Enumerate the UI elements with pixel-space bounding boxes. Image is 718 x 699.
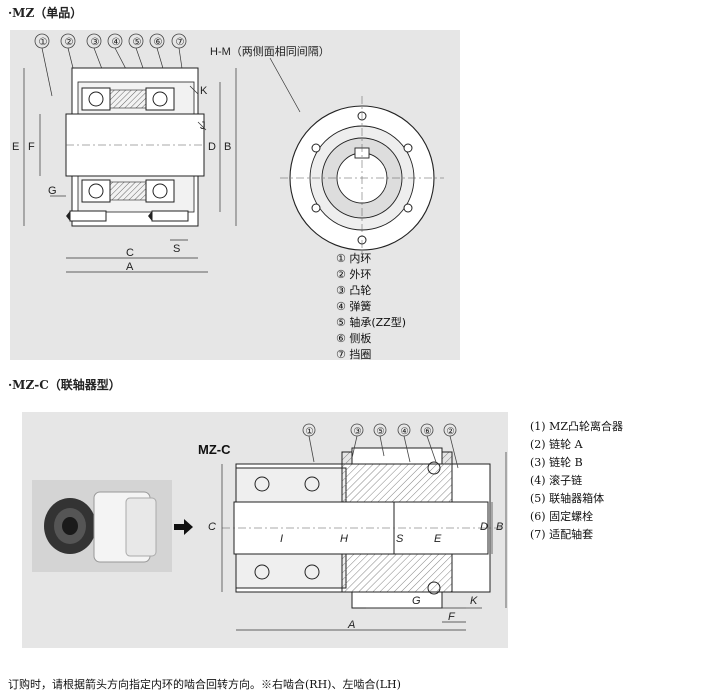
callout-6: ⑥ (154, 37, 163, 48)
mzc-callout-5: ⑥ (424, 426, 432, 436)
parts-item-7: (7) 适配轴套 (530, 528, 594, 541)
dim-C: C (126, 247, 134, 259)
legend-item-4: ④ 弹簧 (336, 300, 372, 313)
mz-dimensions (23, 68, 237, 273)
arrow-icon (174, 519, 193, 535)
dim-S: S (173, 243, 180, 255)
parts-item-4: (4) 滚子链 (530, 474, 583, 487)
mz-side-view (65, 67, 205, 227)
dim-A: A (126, 261, 134, 273)
mzc-dim-H: H (340, 533, 348, 545)
mzc-dim-I: I (280, 533, 283, 545)
dim-J: J (200, 120, 206, 132)
mzc-dim-A: A (347, 619, 355, 631)
callout-4: ④ (112, 37, 121, 48)
dim-D: D (208, 141, 216, 153)
legend-item-1: ① 内环 (336, 252, 372, 265)
mzc-drawing: MZ-C (32, 423, 507, 631)
hm-label: H-M（两侧面相同间隔） (210, 45, 330, 58)
parts-item-1: (1) MZ凸轮离合器 (530, 420, 623, 433)
order-footnote: 订购时，请根据箭头方向指定内环的啮合回转方向。※右啮合(RH)、左啮合(LH) (8, 678, 401, 691)
legend-item-6: ⑥ 侧板 (336, 332, 372, 345)
dim-K: K (200, 85, 208, 97)
parts-item-2: (2) 链轮 A (530, 438, 583, 451)
dim-F: F (28, 141, 35, 153)
dim-B: B (224, 141, 231, 153)
mzc-dim-B: B (496, 521, 503, 533)
mzc-callout-2: ③ (354, 426, 362, 436)
section1-heading: ·MZ（单品） (8, 6, 83, 20)
callout-3: ③ (91, 37, 100, 48)
mzc-dim-G: G (412, 595, 421, 607)
mzc-model-label: MZ-C (198, 442, 231, 457)
mz-drawing: ① (12, 33, 444, 273)
section2-heading: ·MZ-C（联轴器型） (8, 378, 121, 392)
mzc-dim-D: D (480, 521, 488, 533)
legend-item-2: ② 外环 (336, 268, 372, 281)
legend-item-7: ⑦ 挡圈 (336, 348, 372, 361)
mzc-dim-K: K (470, 595, 478, 607)
mzc-dimensions (221, 452, 507, 631)
legend-item-5: ⑤ 轴承(ZZ型) (336, 316, 407, 329)
parts-item-3: (3) 链轮 B (530, 456, 583, 469)
product-photo (32, 480, 172, 572)
callout-5: ⑤ (133, 37, 142, 48)
callout-2: ② (65, 37, 74, 48)
dim-E: E (12, 141, 19, 153)
mzc-assembly (222, 447, 502, 609)
mzc-callout-3: ⑤ (377, 426, 385, 436)
mzc-dim-F: F (448, 611, 456, 623)
callout-1: ① (39, 37, 48, 48)
dim-G: G (48, 185, 57, 197)
parts-item-5: (5) 联轴器箱体 (530, 492, 605, 505)
mzc-dim-C: C (208, 521, 216, 533)
callout-7: ⑦ (176, 37, 185, 48)
mz-front-view (280, 96, 444, 260)
section1-panel: ① (10, 30, 460, 361)
callout-row: ① (34, 33, 187, 49)
mzc-dim-E: E (434, 533, 442, 545)
mzc-callout-1: ① (306, 426, 314, 436)
mzc-dim-S: S (396, 533, 404, 545)
mzc-callout-4: ④ (401, 426, 409, 436)
parts-item-6: (6) 固定螺栓 (530, 510, 594, 523)
legend-item-3: ③ 凸轮 (336, 284, 372, 297)
section2-panel: MZ-C (22, 412, 508, 648)
mzc-callout-6: ② (447, 426, 455, 436)
